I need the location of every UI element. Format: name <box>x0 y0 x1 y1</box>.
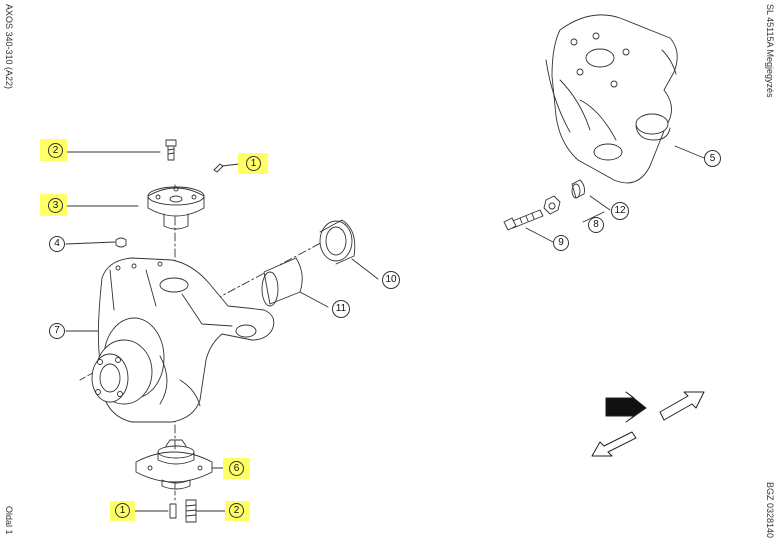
callout-11[interactable]: 11 <box>332 300 352 320</box>
callout-6[interactable]: 6 <box>223 458 250 479</box>
arrow-left-outline-icon <box>591 431 637 457</box>
callout-10[interactable]: 10 <box>382 271 402 291</box>
front-arrow-filled-icon <box>605 391 647 423</box>
bolt-top <box>165 139 177 161</box>
callout-5[interactable]: 5 <box>704 150 722 168</box>
callout-3[interactable]: 3 <box>40 194 67 216</box>
callout-1-top[interactable]: 1 <box>238 153 268 174</box>
callout-4[interactable]: 4 <box>49 236 65 252</box>
callout-9[interactable]: 9 <box>553 235 571 253</box>
callout-7[interactable]: 7 <box>49 323 66 340</box>
callout-1-bottom[interactable]: 1 <box>110 501 135 521</box>
callout-2-bottom[interactable]: 2 <box>225 501 250 521</box>
callout-12[interactable]: 12 <box>611 202 631 222</box>
arrow-right-outline-icon <box>659 391 705 421</box>
callout-2-top[interactable]: 2 <box>40 139 67 161</box>
callout-8[interactable]: 8 <box>588 217 606 235</box>
